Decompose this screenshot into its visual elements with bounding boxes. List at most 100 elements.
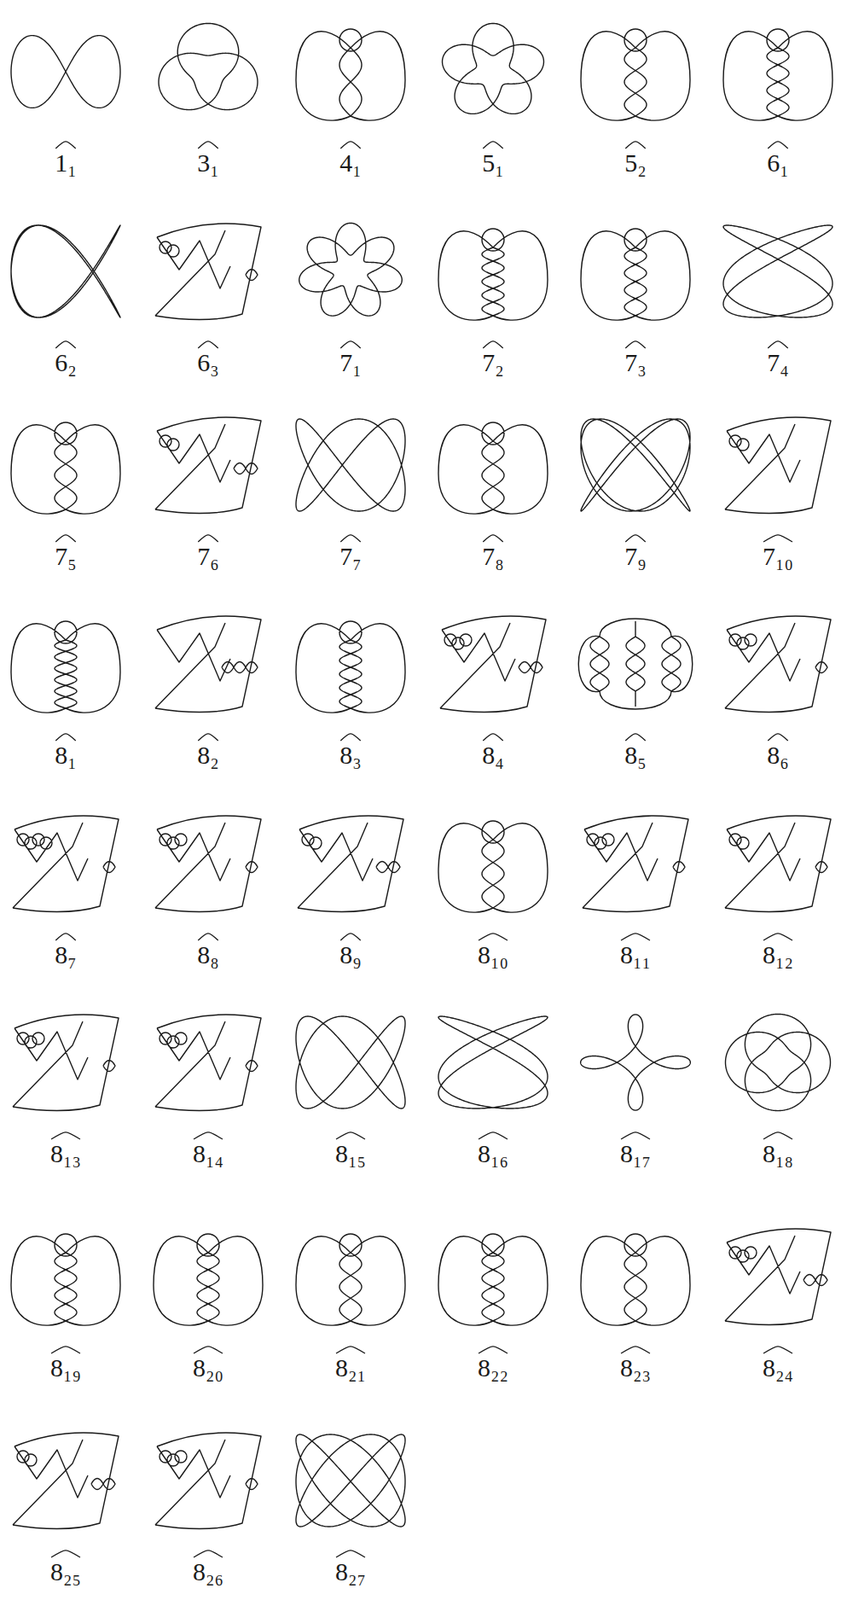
knot-label: 7₅ (54, 540, 76, 572)
curve-stroke (155, 815, 262, 912)
hat-accent (51, 1549, 81, 1557)
knot-label: 8₁₉ (50, 1351, 82, 1383)
curve-stroke (339, 1252, 362, 1321)
hat-accent (197, 933, 218, 940)
knot-label: 6₂ (54, 347, 76, 378)
knot-projection (582, 815, 689, 912)
knot-projection (580, 1014, 691, 1110)
knot-projection (438, 820, 548, 912)
curve-stroke (339, 639, 362, 708)
knot-label: 7₈ (481, 540, 504, 572)
knot-projection (155, 1432, 262, 1529)
curve-stroke (582, 815, 689, 912)
knot-label: 8₂₅ (50, 1555, 82, 1587)
curve-stroke (725, 1228, 831, 1325)
curve-stroke (339, 47, 362, 117)
curve-stroke (155, 1014, 262, 1111)
curve-stroke (723, 29, 833, 121)
curve-stroke (661, 636, 681, 691)
hat-accent (763, 933, 793, 940)
curve-stroke (54, 1252, 77, 1321)
curve-stroke (624, 247, 647, 316)
hat-accent (340, 733, 360, 741)
knot-label: 5₂ (624, 147, 646, 179)
curve-stroke (295, 1233, 406, 1325)
knot-projection (725, 615, 831, 713)
hat-accent (767, 733, 788, 741)
curve-stroke (299, 222, 403, 316)
curve-stroke (442, 23, 545, 114)
curve-stroke (626, 636, 645, 691)
curve-stroke (12, 1014, 119, 1111)
curve-stroke (153, 1233, 263, 1325)
knot-label: 8₁ (54, 739, 76, 771)
knot-label: 7₆ (197, 540, 219, 572)
knot-label: 8₅ (624, 739, 646, 771)
curve-stroke (11, 422, 121, 514)
knot-projection (725, 417, 831, 514)
curve-stroke (725, 615, 831, 713)
curve-stroke (481, 440, 505, 510)
hat-accent (55, 534, 76, 542)
curve-stroke (725, 417, 831, 514)
curve-stroke (155, 417, 262, 514)
curve-stroke (339, 1252, 362, 1321)
hat-accent (336, 1549, 366, 1557)
knot-projection (155, 615, 262, 713)
hat-accent (193, 1131, 223, 1139)
curve-stroke (580, 1233, 691, 1325)
knot-label: 8₄ (481, 739, 504, 771)
knot-label: 8₂ (197, 739, 219, 771)
hat-accent (482, 733, 503, 741)
curve-stroke (725, 815, 831, 912)
knot-projection (11, 35, 121, 109)
knot-label: 8₂₂ (477, 1351, 509, 1383)
knot-projection (580, 29, 691, 121)
curve-stroke (624, 247, 647, 316)
knot-label: 8₂₁ (335, 1351, 366, 1383)
knot-label: 6₁ (766, 147, 789, 179)
knot-projection (297, 815, 404, 912)
knot-label: 7₉ (624, 540, 646, 572)
curve-stroke (481, 839, 505, 908)
knot-label: 8₂₇ (335, 1555, 366, 1587)
knot-projection (438, 422, 548, 514)
hat-accent (763, 1345, 793, 1353)
hat-accent (340, 341, 360, 349)
curve-stroke (590, 636, 610, 691)
curve-stroke (438, 228, 548, 320)
curve-stroke (578, 618, 693, 709)
curve-stroke (295, 620, 406, 713)
knot-label: 7₇ (339, 540, 361, 572)
hat-accent (197, 733, 218, 741)
hat-accent (482, 534, 503, 542)
curve-stroke (155, 615, 262, 713)
curve-stroke (481, 839, 505, 908)
hat-accent (482, 141, 503, 149)
knot-projection (440, 615, 546, 713)
knot-label: 8₂₄ (762, 1351, 794, 1383)
knot-projection (578, 618, 693, 709)
hat-accent (336, 1131, 366, 1139)
knot-projection (155, 815, 262, 912)
knot-label: 8₁₈ (762, 1137, 794, 1169)
knot-projection (299, 222, 403, 316)
hat-accent (478, 1345, 508, 1353)
hat-accent (625, 534, 645, 542)
knot-projection (580, 1233, 691, 1325)
curve-stroke (626, 636, 645, 691)
knot-projection (295, 1015, 406, 1109)
knot-label: 3₁ (197, 147, 219, 179)
knot-projection (11, 1233, 121, 1325)
knot-label: 8₁₂ (762, 939, 794, 970)
knot-label: 8₁₁ (620, 939, 651, 970)
curve-stroke (158, 23, 258, 110)
curve-stroke (295, 418, 406, 511)
knot-projection (11, 620, 121, 713)
curve-stroke (481, 247, 505, 316)
curve-stroke (438, 1233, 548, 1325)
hat-accent (55, 733, 76, 741)
hat-accent (763, 1131, 793, 1139)
knot-projection (11, 422, 121, 514)
curve-stroke (54, 440, 77, 510)
